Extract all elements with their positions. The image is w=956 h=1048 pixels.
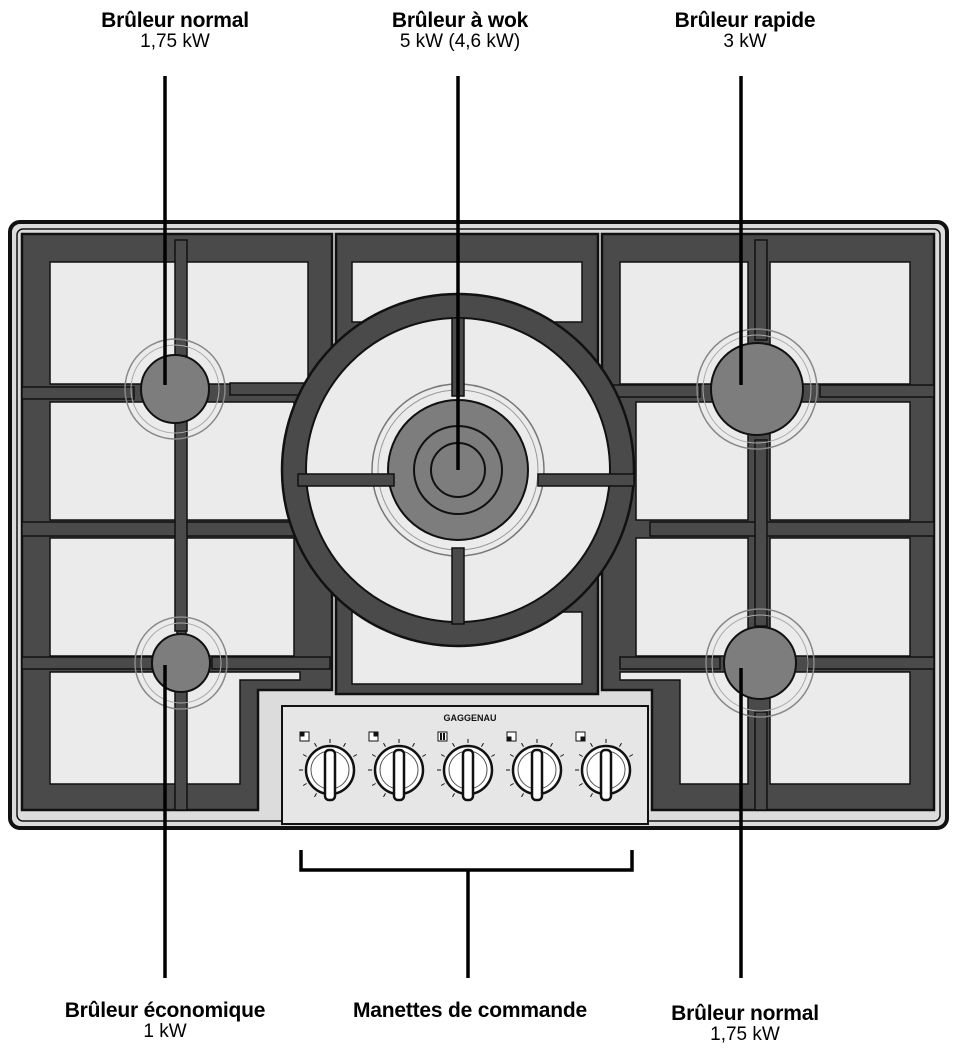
label-title: Brûleur normal [101,9,249,32]
label-bottom-right-burner: Brûleur normal 1,75 kW [640,1002,850,1046]
label-title: Brûleur économique [64,999,266,1022]
label-title: Brûleur rapide [674,9,816,32]
label-economy-burner: Brûleur économique 1 kW [45,999,285,1043]
burner-position-bottom-right-icon [506,731,517,742]
label-title: Brûleur à wok [391,9,529,32]
burner-top-right [696,328,818,450]
label-power: 1 kW [143,1021,187,1043]
control-knob[interactable] [368,731,427,802]
control-knob[interactable] [506,731,565,802]
label-power: 3 kW [723,31,767,53]
burner-position-top-right-icon [575,731,586,742]
leader-lines [163,76,743,978]
burner-position-bottom-left-icon [368,731,379,742]
label-power: 1,75 kW [140,31,210,53]
bracket-knobs [299,850,634,872]
burner-top-left [124,338,226,440]
label-control-knobs: Manettes de commande [340,999,600,1022]
label-title: Manettes de commande [352,999,588,1022]
brand-logo: GAGGENAU [443,713,496,723]
label-power: 1,75 kW [710,1024,780,1046]
label-rapid-burner: Brûleur rapide 3 kW [640,9,850,53]
label-top-left-burner: Brûleur normal 1,75 kW [70,9,280,53]
burner-position-center-icon [437,731,448,742]
label-wok-burner: Brûleur à wok 5 kW (4,6 kW) [355,9,565,53]
control-knob[interactable] [437,731,496,802]
label-title: Brûleur normal [671,1002,819,1025]
burner-position-top-left-icon [299,731,310,742]
control-knob[interactable] [299,731,358,802]
label-power: 5 kW (4,6 kW) [399,31,521,53]
control-knobs [299,731,634,802]
control-knob[interactable] [575,731,634,802]
